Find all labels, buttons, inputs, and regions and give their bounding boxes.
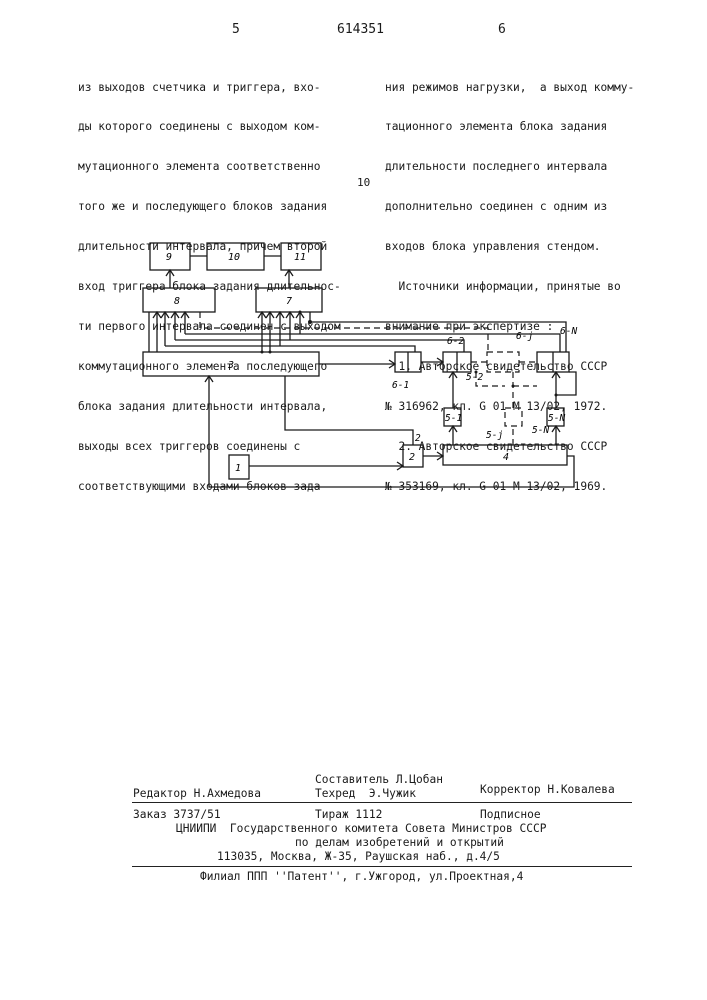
block-10-label: 10 [228,252,240,263]
block-3-label: 3 [227,360,234,371]
organization-line-1: ЦНИИПИ Государственного комитета Совета … [176,822,546,835]
block-6-j [487,352,519,372]
corrector: Корректор Н.Ковалева [480,783,615,796]
block-1-label: 1 [235,463,241,474]
callout-6-2: 6-2 [447,336,464,347]
circulation: Тираж 1112 [315,808,382,821]
subscription: Подписное [480,808,541,821]
callout-2: 2 [415,433,421,444]
block-5-N-label: 5-N [548,413,565,424]
divider [132,866,632,867]
callout-5-2: 5-2 [466,372,483,383]
composer: Составитель Л.Цобан [315,773,443,786]
callout-6-j: 6-j [516,331,533,342]
callout-6-N: 6-N [560,326,577,337]
block-4-label: 4 [503,452,509,463]
divider [132,802,632,803]
block-11-label: 11 [294,252,306,263]
organization-line-2: по делам изобретений и открытий [295,836,504,849]
order-number: Заказ 3737/51 [133,808,221,821]
callout-5-j: 5-j [486,430,503,441]
editor: Редактор Н.Ахмедова [133,787,261,800]
callout-6-1: 6-1 [392,380,409,391]
callout-5-N: 5-N [532,425,549,436]
address: 113035, Москва, Ж-35, Раушская наб., д.4… [217,850,500,863]
block-5-j [505,408,522,426]
block-7-label: 7 [286,296,292,307]
branch-address: Филиал ППП ''Патент'', г.Ужгород, ул.Про… [200,870,523,883]
block-2-label: 2 [409,452,415,463]
block-8-label: 8 [174,296,180,307]
block-9-label: 9 [166,252,172,263]
block-diagram: 9 10 11 8 7 3 1 2 4 5-1 5-N 6-1 6-2 5-2 … [0,0,707,520]
block-5-1-label: 5-1 [445,413,462,424]
techred: Техред Э.Чужик [315,787,416,800]
